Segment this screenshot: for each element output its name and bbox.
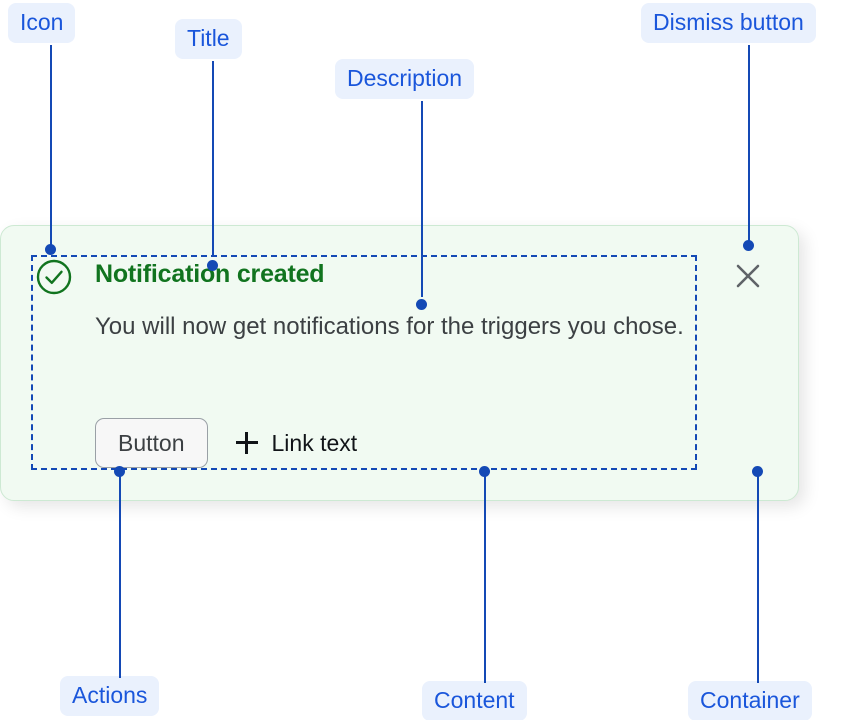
- callout-description: Description: [335, 59, 475, 99]
- dismiss-button[interactable]: [733, 261, 763, 291]
- leader-line-icon: [50, 45, 52, 250]
- leader-dot-description: [416, 299, 427, 310]
- leader-line-description: [421, 101, 423, 297]
- leader-dot-dismiss: [743, 240, 754, 251]
- notification-description: You will now get notifications for the t…: [95, 313, 684, 340]
- callout-content: Content: [422, 681, 527, 720]
- link-action-label: Link text: [271, 429, 358, 456]
- leader-dot-actions: [114, 466, 125, 477]
- close-icon: [736, 264, 760, 288]
- callout-title: Title: [175, 19, 242, 59]
- leader-dot-content: [479, 466, 490, 477]
- leader-line-dismiss: [748, 45, 750, 245]
- leader-line-content: [484, 474, 486, 683]
- callout-container: Container: [688, 681, 812, 720]
- callout-icon: Icon: [8, 3, 76, 43]
- callout-actions: Actions: [60, 676, 160, 716]
- leader-dot-container: [752, 466, 763, 477]
- leader-line-container: [757, 474, 759, 683]
- check-circle-icon: [35, 258, 73, 296]
- content-region-outline: [31, 255, 697, 470]
- leader-dot-title: [207, 260, 218, 271]
- leader-line-title: [212, 61, 214, 257]
- plus-icon: [235, 432, 258, 454]
- callout-dismiss-button: Dismiss button: [641, 3, 816, 43]
- link-action[interactable]: Link text: [235, 429, 358, 457]
- leader-dot-icon: [45, 244, 56, 255]
- primary-action-button[interactable]: Button: [95, 418, 208, 468]
- notification-actions: Button Link text: [95, 418, 357, 468]
- leader-line-actions: [119, 474, 121, 678]
